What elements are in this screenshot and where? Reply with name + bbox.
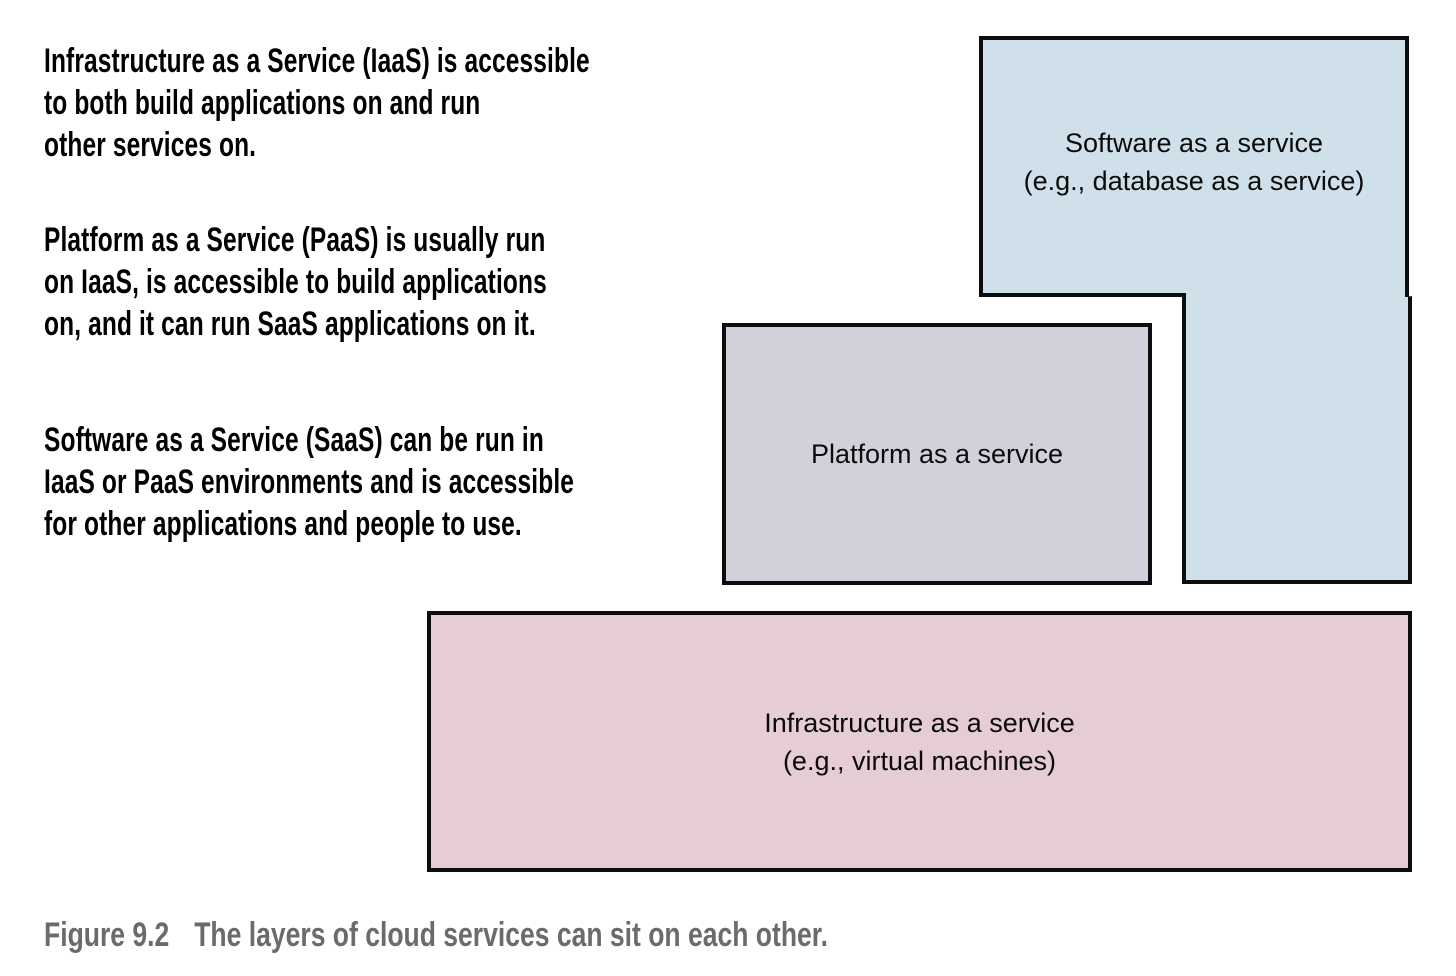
iaas-box-sublabel: (e.g., virtual machines) (782, 745, 1057, 776)
text-line: Platform as a Service (PaaS) is usually … (44, 221, 546, 259)
text-line: on, and it can run SaaS applications on … (44, 305, 536, 343)
text-line: Infrastructure as a Service (IaaS) is ac… (44, 42, 590, 80)
text-line: IaaS or PaaS environments and is accessi… (44, 463, 575, 501)
saas-box-partial-bottom-border (979, 293, 1186, 297)
text-line: for other applications and people to use… (44, 505, 522, 543)
figure-number: Figure 9.2 (44, 916, 170, 954)
saas-description-paragraph: Software as a Service (SaaS) can be run … (44, 419, 574, 545)
text-line: on IaaS, is accessible to build applicat… (44, 263, 547, 301)
saas-vertical-extension (1182, 296, 1412, 584)
caption-text: The layers of cloud services can sit on … (194, 916, 829, 954)
paas-box: Platform as a service (722, 323, 1152, 585)
saas-box-sublabel: (e.g., database as a service) (1023, 165, 1365, 196)
iaas-box-label: Infrastructure as a service (764, 707, 1075, 738)
text-line: Software as a Service (SaaS) can be run … (44, 421, 544, 459)
text-line: to both build applications on and run (44, 84, 481, 122)
saas-box-label: Software as a service (1064, 127, 1324, 158)
paas-description-paragraph: Platform as a Service (PaaS) is usually … (44, 219, 547, 345)
iaas-description-paragraph: Infrastructure as a Service (IaaS) is ac… (44, 40, 590, 166)
figure-caption: Figure 9.2 The layers of cloud services c… (44, 914, 828, 956)
saas-box: Software as a service (e.g., database as… (979, 36, 1409, 297)
iaas-box: Infrastructure as a service (e.g., virtu… (427, 611, 1412, 872)
text-line: other services on. (44, 126, 257, 164)
paas-box-label: Platform as a service (810, 439, 1064, 469)
